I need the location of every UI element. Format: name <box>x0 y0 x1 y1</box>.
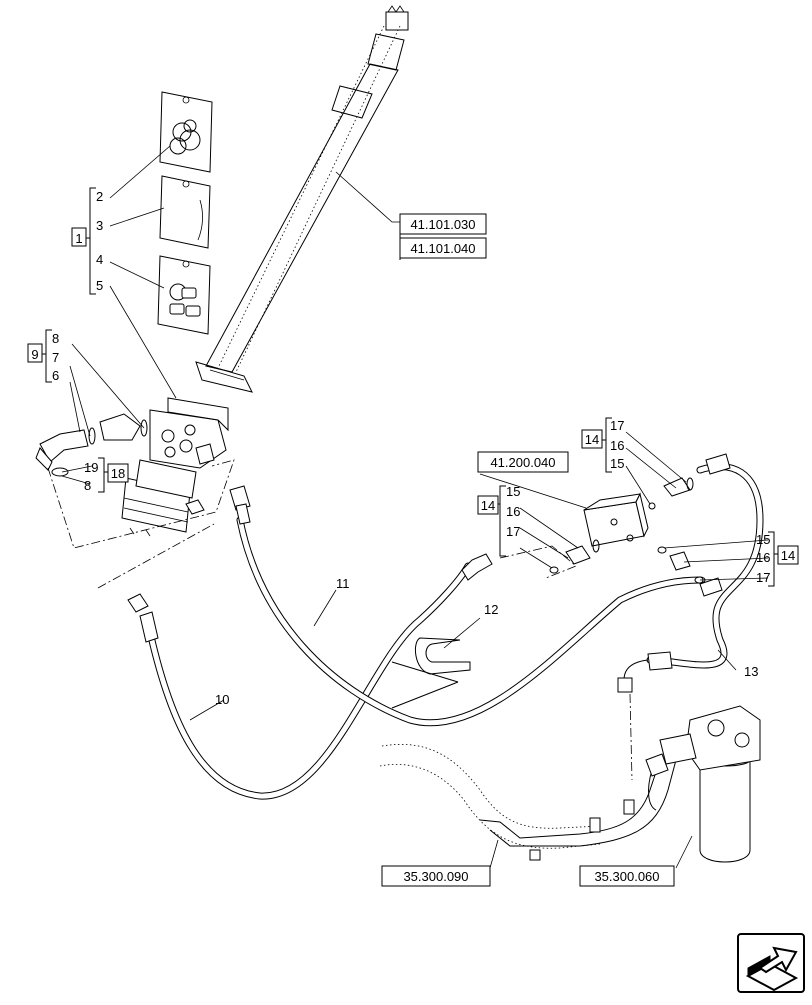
ref-35-300-090: 35.300.090 <box>403 869 468 884</box>
dash-boundary-4 <box>629 693 633 781</box>
callout-12: 12 <box>484 602 498 617</box>
dash-boundary-3 <box>499 545 577 579</box>
callout-10: 10 <box>215 692 229 707</box>
callout-box-14-top[interactable] <box>581 429 603 449</box>
dash-boundary-2 <box>97 523 215 589</box>
fittings-right-14 <box>657 546 706 584</box>
callout-19: 19 <box>84 460 98 475</box>
steering-unit <box>121 397 229 537</box>
ref-41-101-040: 41.101.040 <box>410 241 475 256</box>
callout-14-top: 14 <box>585 432 599 447</box>
callout-8-top: 8 <box>52 331 59 346</box>
callout-14-right: 14 <box>781 548 795 563</box>
callout-16-left: 16 <box>506 504 520 519</box>
callout-box-18[interactable] <box>107 463 129 483</box>
ref-box-35-300-090[interactable] <box>381 865 491 887</box>
tractor-frame <box>379 743 677 861</box>
seal-kit-bag-4 <box>157 255 211 335</box>
ref-41-101-030: 41.101.030 <box>410 217 475 232</box>
callout-box-1[interactable] <box>71 227 87 247</box>
ref-41-200-040: 41.200.040 <box>490 455 555 470</box>
seal-kit-bag-3 <box>159 175 211 249</box>
steering-column <box>195 5 409 393</box>
ref-box-41-101-030[interactable] <box>399 213 487 235</box>
callout-9: 9 <box>31 347 38 362</box>
callout-box-14-left[interactable] <box>477 495 499 515</box>
callout-8-bottom: 8 <box>84 478 91 493</box>
dash-boundary-1 <box>47 459 235 549</box>
callout-6: 6 <box>52 368 59 383</box>
clip-12 <box>391 637 471 709</box>
callout-15-right: 15 <box>756 532 770 547</box>
adapter-fitting-7 <box>99 413 148 441</box>
callout-5: 5 <box>96 278 103 293</box>
ref-35-300-060: 35.300.060 <box>594 869 659 884</box>
callout-7: 7 <box>52 350 59 365</box>
callout-18: 18 <box>111 466 125 481</box>
seal-kit-bag-2 <box>159 91 213 173</box>
callout-11: 11 <box>336 576 350 591</box>
ref-box-41-101-040[interactable] <box>399 237 487 259</box>
callout-3: 3 <box>96 218 103 233</box>
callout-16-right: 16 <box>756 550 770 565</box>
callout-13: 13 <box>744 664 758 679</box>
arrow-nav-icon[interactable] <box>737 933 805 993</box>
callout-17-left: 17 <box>506 524 520 539</box>
callout-17-top: 17 <box>610 418 624 433</box>
callout-15-left: 15 <box>506 484 520 499</box>
valve-block <box>583 492 649 547</box>
callout-16-top: 16 <box>610 438 624 453</box>
oil-filter <box>645 705 761 863</box>
callout-14-left: 14 <box>481 498 495 513</box>
ref-box-35-300-060[interactable] <box>579 865 675 887</box>
callout-4: 4 <box>96 252 103 267</box>
callout-box-9[interactable] <box>27 343 43 363</box>
fittings-upper-14 <box>648 477 694 510</box>
leader-lines <box>61 145 769 869</box>
fittings-left-14 <box>549 539 600 574</box>
ref-box-41-200-040[interactable] <box>477 451 569 473</box>
hose-13 <box>617 453 764 693</box>
hose-11 <box>229 485 704 727</box>
callout-1: 1 <box>75 231 82 246</box>
elbow-fitting-6 <box>35 427 96 471</box>
callout-15-top: 15 <box>610 456 624 471</box>
callout-17-right: 17 <box>756 570 770 585</box>
hose-10 <box>127 553 493 800</box>
callout-2: 2 <box>96 189 103 204</box>
o-ring-8 <box>51 467 69 477</box>
callout-box-14-right[interactable] <box>777 545 799 565</box>
